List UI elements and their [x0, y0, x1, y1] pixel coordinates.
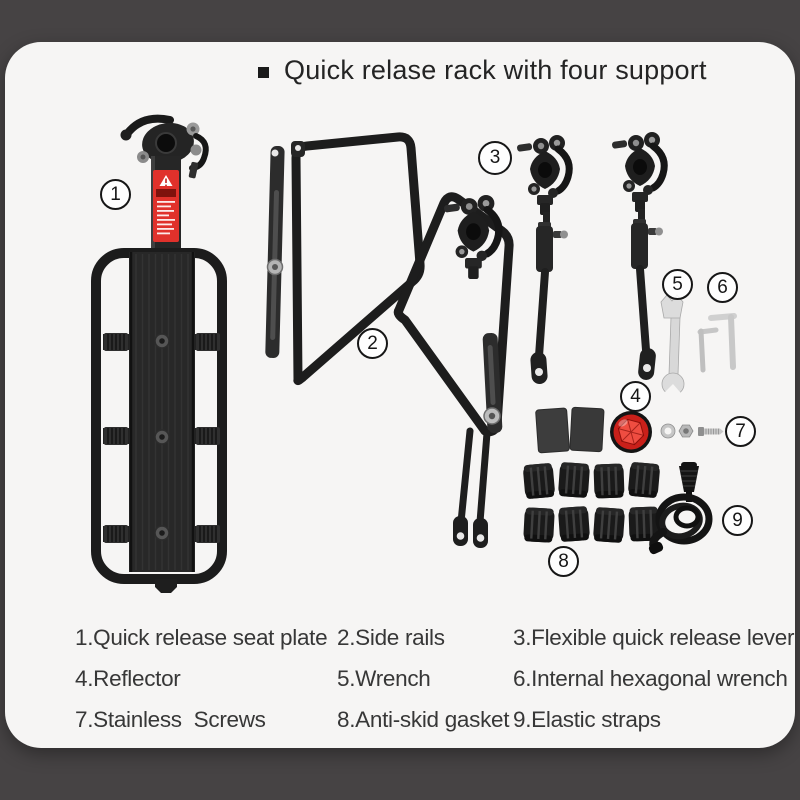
legend-item-4: 4.Reflector	[75, 666, 181, 691]
legend-item-7: 7.Stainless Screws	[75, 707, 266, 732]
hex-keys-illustration	[697, 313, 737, 373]
callout-5: 5	[662, 269, 693, 300]
legend-item-9: 9.Elastic straps	[513, 707, 661, 732]
legend-item-1: 1.Quick release seat plate	[75, 625, 328, 650]
parts-legend: 1.Quick release seat plate 2.Side rails …	[75, 624, 794, 733]
legend-item-6: 6.Internal hexagonal wrench	[513, 666, 788, 691]
side-rails-illustration	[265, 132, 514, 548]
callout-8: 8	[548, 546, 579, 577]
callout-1: 1	[100, 179, 131, 210]
bullet-square-icon	[258, 66, 269, 78]
legend-item-3: 3.Flexible quick release lever	[513, 625, 795, 650]
legend-item-2: 2.Side rails	[337, 625, 445, 650]
callout-4: 4	[620, 381, 651, 412]
screws-illustration	[660, 423, 724, 439]
page-title: Quick relase rack with four support	[258, 55, 707, 86]
quick-release-seat-plate-illustration	[91, 114, 227, 593]
callout-7: 7	[725, 416, 756, 447]
anti-skid-gaskets-illustration	[521, 406, 662, 545]
page-title-text: Quick relase rack with four support	[284, 55, 707, 85]
callout-2: 2	[357, 328, 388, 359]
callout-3: 3	[478, 141, 512, 175]
legend-item-8: 8.Anti-skid gasket	[337, 707, 510, 732]
quick-release-lever-struts-illustration	[517, 132, 665, 384]
wrench-illustration	[660, 294, 686, 399]
legend-item-5: 5.Wrench	[337, 666, 431, 691]
callout-9: 9	[722, 505, 753, 536]
warning-label	[153, 170, 179, 242]
elastic-strap-illustration	[648, 462, 713, 555]
reflector-illustration	[610, 411, 652, 453]
callout-6: 6	[707, 272, 738, 303]
